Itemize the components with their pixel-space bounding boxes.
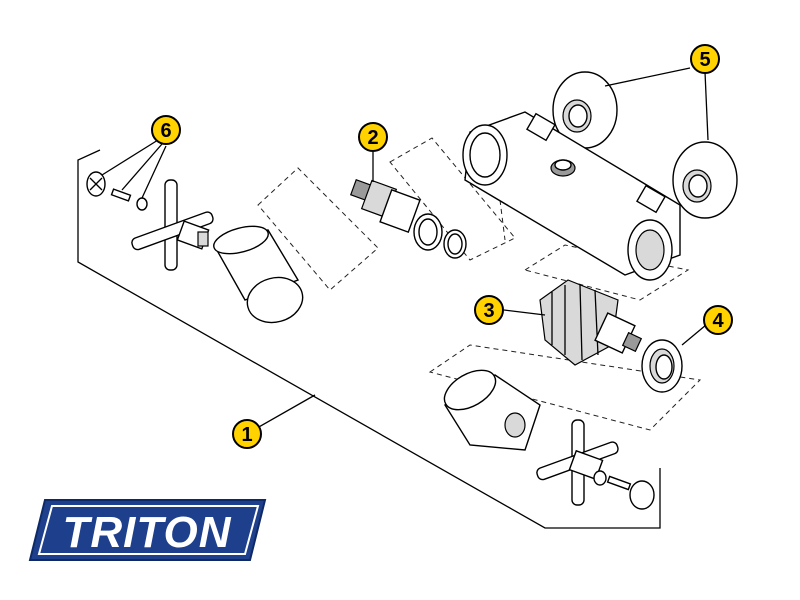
callout-4: 4 bbox=[703, 305, 733, 335]
thermostatic-cartridge bbox=[539, 279, 643, 366]
callout-2-number: 2 bbox=[367, 127, 378, 149]
valve-body bbox=[462, 111, 681, 281]
callout-leaders bbox=[101, 67, 709, 433]
brand-logo: TRITON bbox=[28, 499, 267, 561]
callout-3-number: 3 bbox=[483, 300, 494, 322]
handle-fixing-kit bbox=[86, 171, 148, 211]
callout-6: 6 bbox=[151, 115, 181, 145]
flow-cartridge bbox=[349, 178, 467, 259]
cartridge-retaining-nut bbox=[641, 339, 683, 393]
wall-shroud-bottom bbox=[672, 141, 738, 219]
callout-1: 1 bbox=[232, 419, 262, 449]
callout-2: 2 bbox=[358, 122, 388, 152]
callout-5: 5 bbox=[690, 44, 720, 74]
callout-5-number: 5 bbox=[699, 49, 710, 71]
left-control-sleeve bbox=[212, 225, 304, 324]
explode-guides bbox=[257, 137, 702, 431]
right-control-sleeve bbox=[443, 369, 541, 451]
callout-6-number: 6 bbox=[160, 120, 171, 142]
callout-4-number: 4 bbox=[712, 310, 724, 332]
left-cross-handle bbox=[131, 179, 214, 271]
right-cross-handle bbox=[536, 419, 655, 510]
callout-3: 3 bbox=[474, 295, 504, 325]
assembly-frame bbox=[77, 149, 661, 529]
callout-1-number: 1 bbox=[241, 424, 252, 446]
wall-shroud-top bbox=[552, 71, 618, 149]
brand-name: TRITON bbox=[63, 508, 232, 557]
